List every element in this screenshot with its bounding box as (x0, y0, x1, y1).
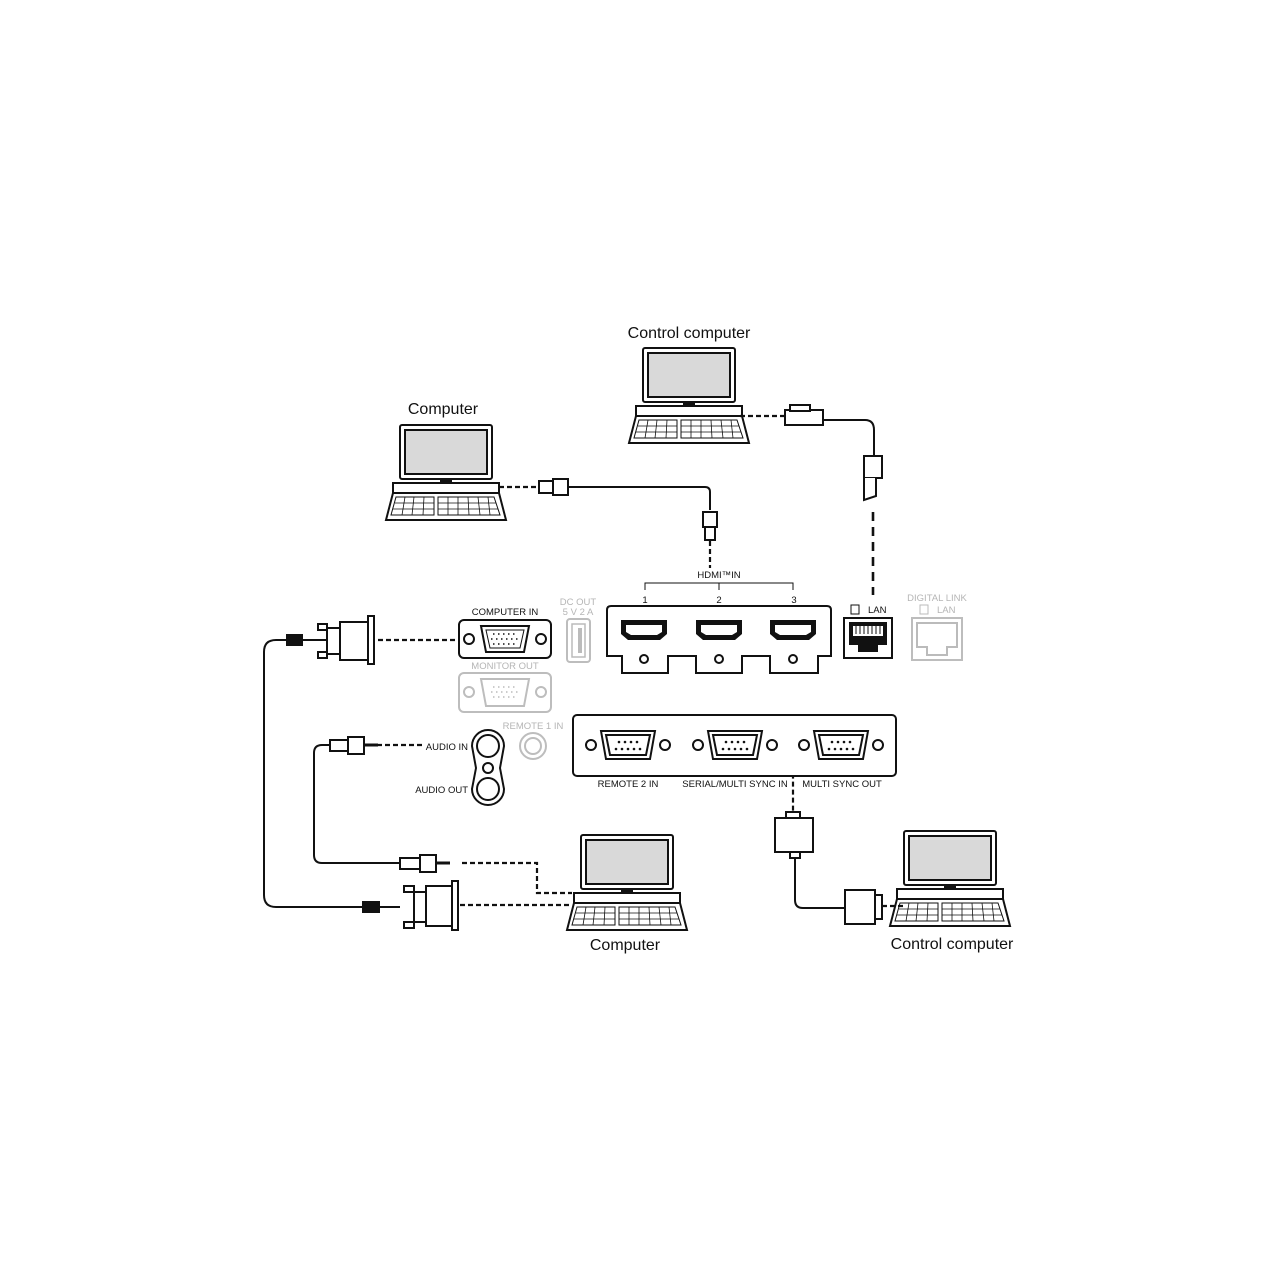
monitor-out-label: MONITOR OUT (471, 661, 539, 672)
network-icon (850, 604, 860, 615)
hdmi-port-2-label: 2 (716, 595, 721, 606)
serial-panel: REMOTE 2 IN SERIAL/MULTI SYNC IN MULTI S… (572, 714, 897, 790)
hdmi-in-group: HDMI™IN 1 2 3 (606, 570, 832, 674)
digital-link-label: DIGITAL LINK (907, 593, 967, 604)
computer-in-port[interactable]: COMPUTER IN (458, 607, 552, 659)
dc-out-usb-port[interactable]: DC OUT 5 V 2 A (560, 597, 597, 663)
dc-out-rating-label: 5 V 2 A (563, 607, 594, 618)
audio-out-port[interactable] (476, 777, 500, 801)
computer-top-label: Computer (408, 401, 479, 418)
control-computer-bottom-label: Control computer (891, 936, 1014, 953)
audio-cable (313, 736, 572, 895)
multi-sync-out-label: MULTI SYNC OUT (802, 779, 882, 790)
dc-out-label: DC OUT (560, 597, 597, 608)
remote1-in-label: REMOTE 1 IN (503, 721, 564, 732)
computer-in-label: COMPUTER IN (472, 607, 539, 618)
audio-jacks: AUDIO IN AUDIO OUT (415, 728, 506, 806)
hdmi-port-3[interactable] (770, 620, 816, 664)
hdmi-port-2[interactable] (696, 620, 742, 664)
hdmi-port-1-label: 1 (642, 595, 647, 606)
vga-cable (263, 615, 572, 931)
control-computer-top-label: Control computer (628, 325, 751, 342)
computer-top (385, 424, 507, 521)
computer-bottom (566, 834, 688, 931)
remote2-in-label: REMOTE 2 IN (598, 779, 659, 790)
audio-in-port[interactable] (476, 734, 500, 758)
serial-cable (757, 758, 905, 925)
lan-port[interactable]: LAN (843, 604, 893, 659)
digital-link-lan-label: LAN (937, 605, 956, 616)
control-computer-top (628, 347, 750, 444)
hdmi-in-label: HDMI™IN (697, 570, 740, 581)
control-computer-bottom (889, 830, 1011, 927)
monitor-out-port[interactable]: MONITOR OUT (458, 661, 552, 713)
digital-link-lan-port[interactable]: DIGITAL LINK LAN (907, 593, 967, 661)
audio-out-label: AUDIO OUT (415, 785, 468, 796)
serial-multi-sync-in-label: SERIAL/MULTI SYNC IN (682, 779, 788, 790)
lan-label: LAN (868, 605, 887, 616)
hdmi-cable (499, 478, 718, 568)
hdmi-port-3-label: 3 (791, 595, 796, 606)
remote1-in-port[interactable]: REMOTE 1 IN (503, 721, 564, 760)
hdmi-port-1[interactable] (621, 620, 667, 664)
computer-bottom-label: Computer (590, 937, 661, 954)
lan-cable (740, 404, 883, 595)
audio-in-label: AUDIO IN (426, 742, 468, 753)
